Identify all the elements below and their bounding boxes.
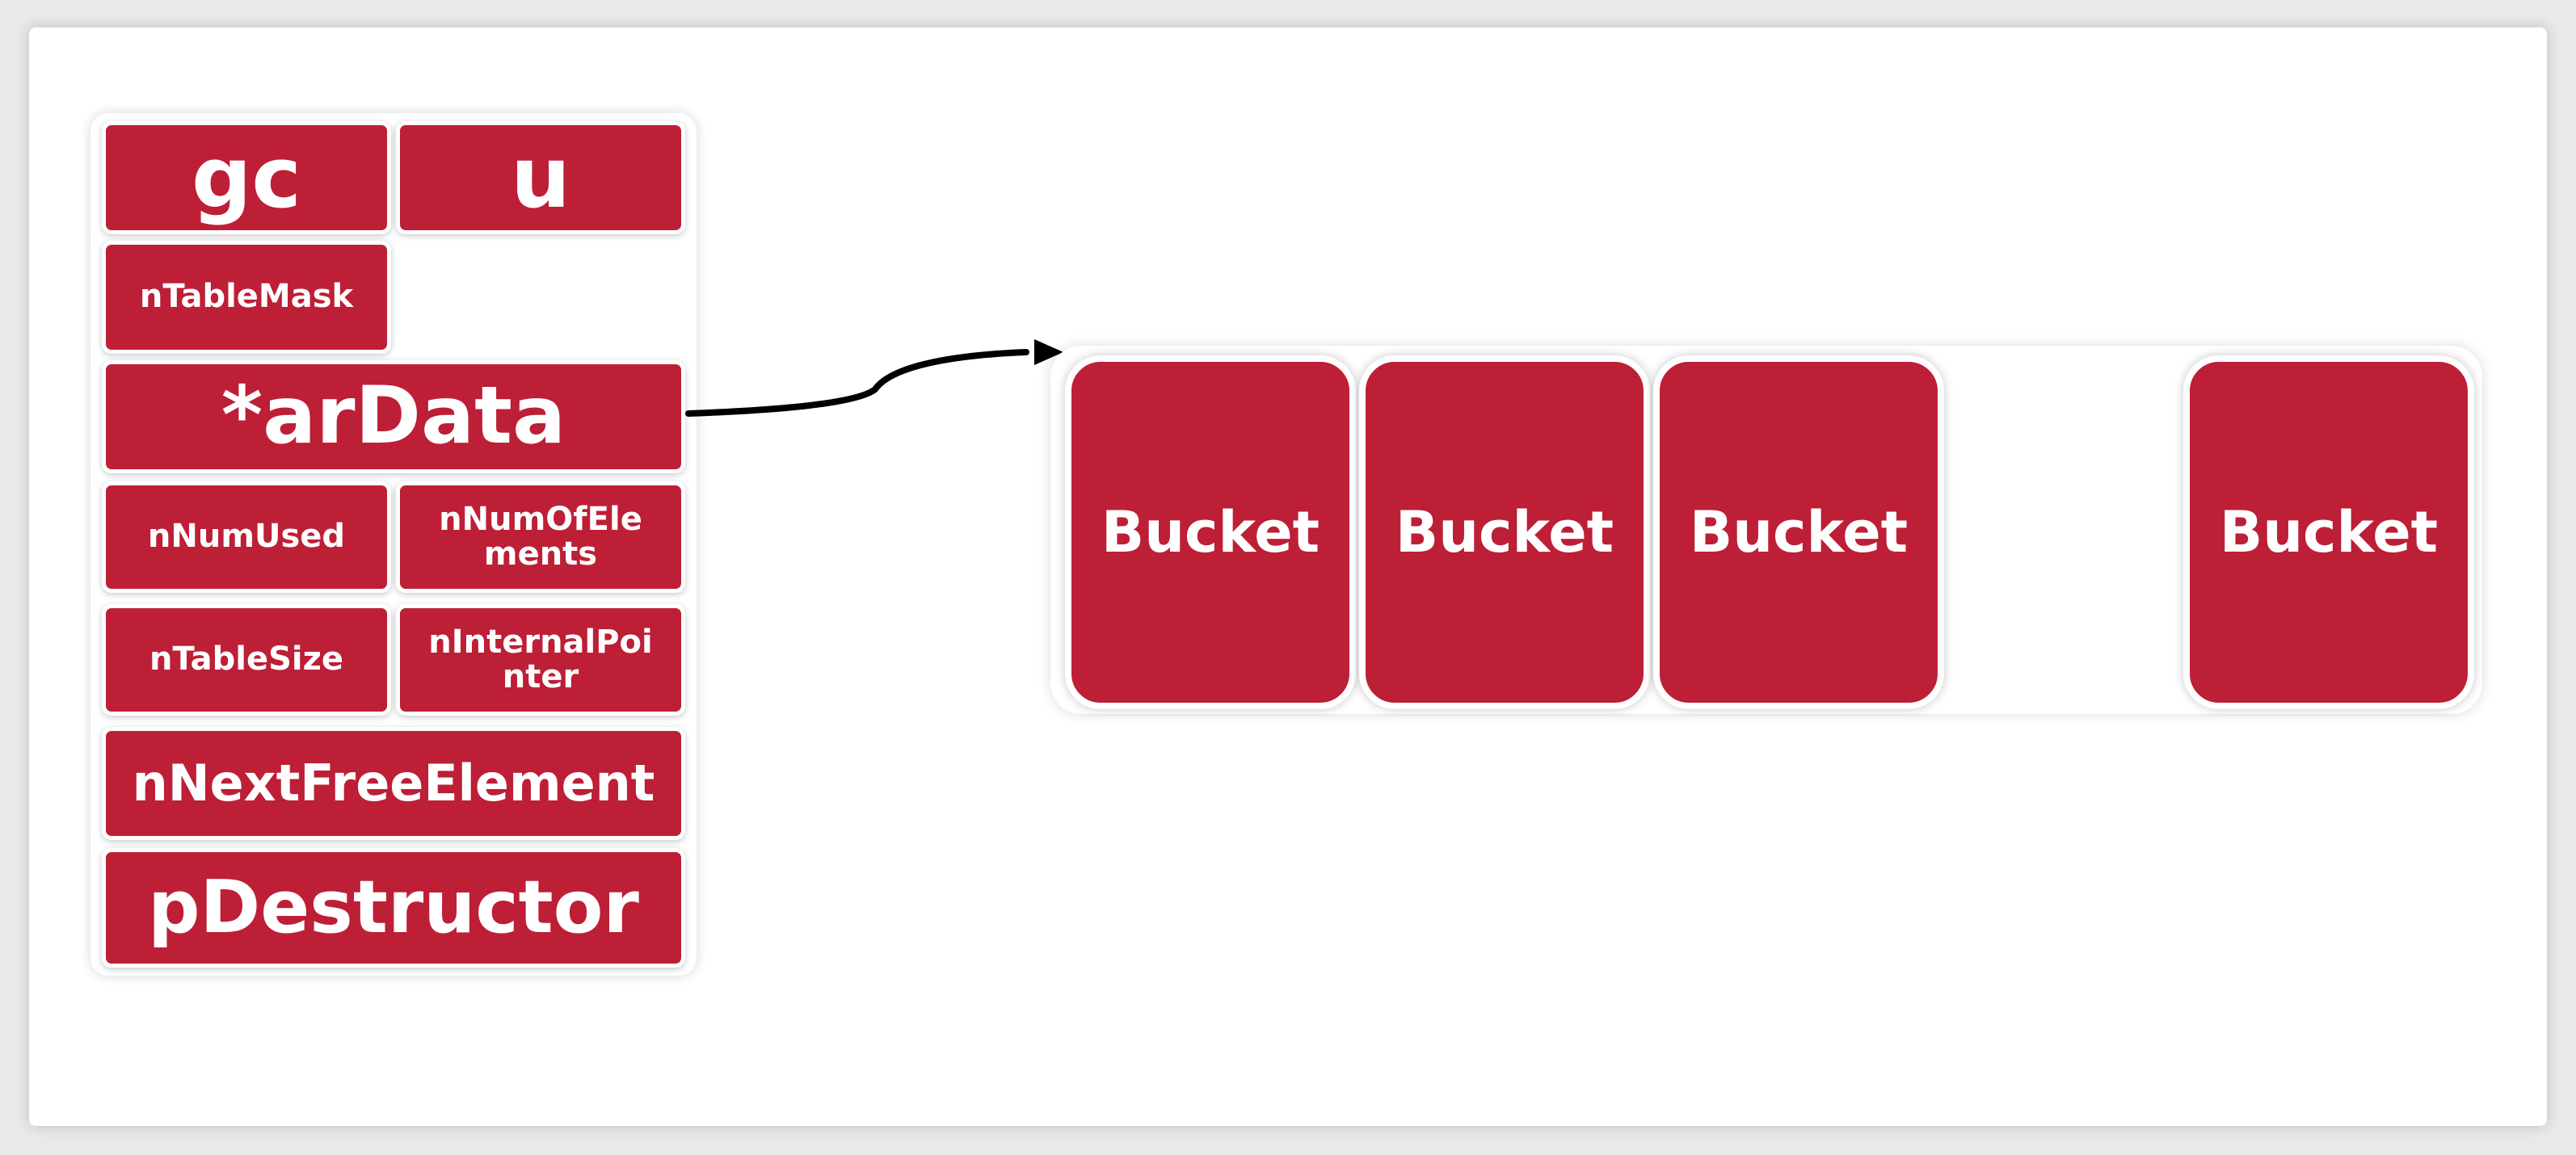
field-gc: gc — [102, 121, 391, 234]
field-ntablesize: nTableSize — [102, 604, 391, 716]
field-nnextfreeelement: nNextFreeElement — [102, 727, 685, 840]
bucket-box-2: Bucket — [1359, 355, 1650, 709]
bucket-box-3: Bucket — [1653, 355, 1944, 709]
bucket-box-1: Bucket — [1065, 355, 1356, 709]
field-ninternalpointer: nInternalPoi nter — [396, 604, 685, 716]
field-nnumused: nNumUsed — [102, 481, 391, 593]
field-u: u — [396, 121, 685, 234]
field-ardata: *arData — [102, 360, 685, 473]
bucket-box-4: Bucket — [2183, 355, 2474, 709]
field-nnumofelements: nNumOfEle ments — [396, 481, 685, 593]
field-pdestructor: pDestructor — [102, 848, 685, 968]
field-ntablemask: nTableMask — [102, 241, 391, 354]
